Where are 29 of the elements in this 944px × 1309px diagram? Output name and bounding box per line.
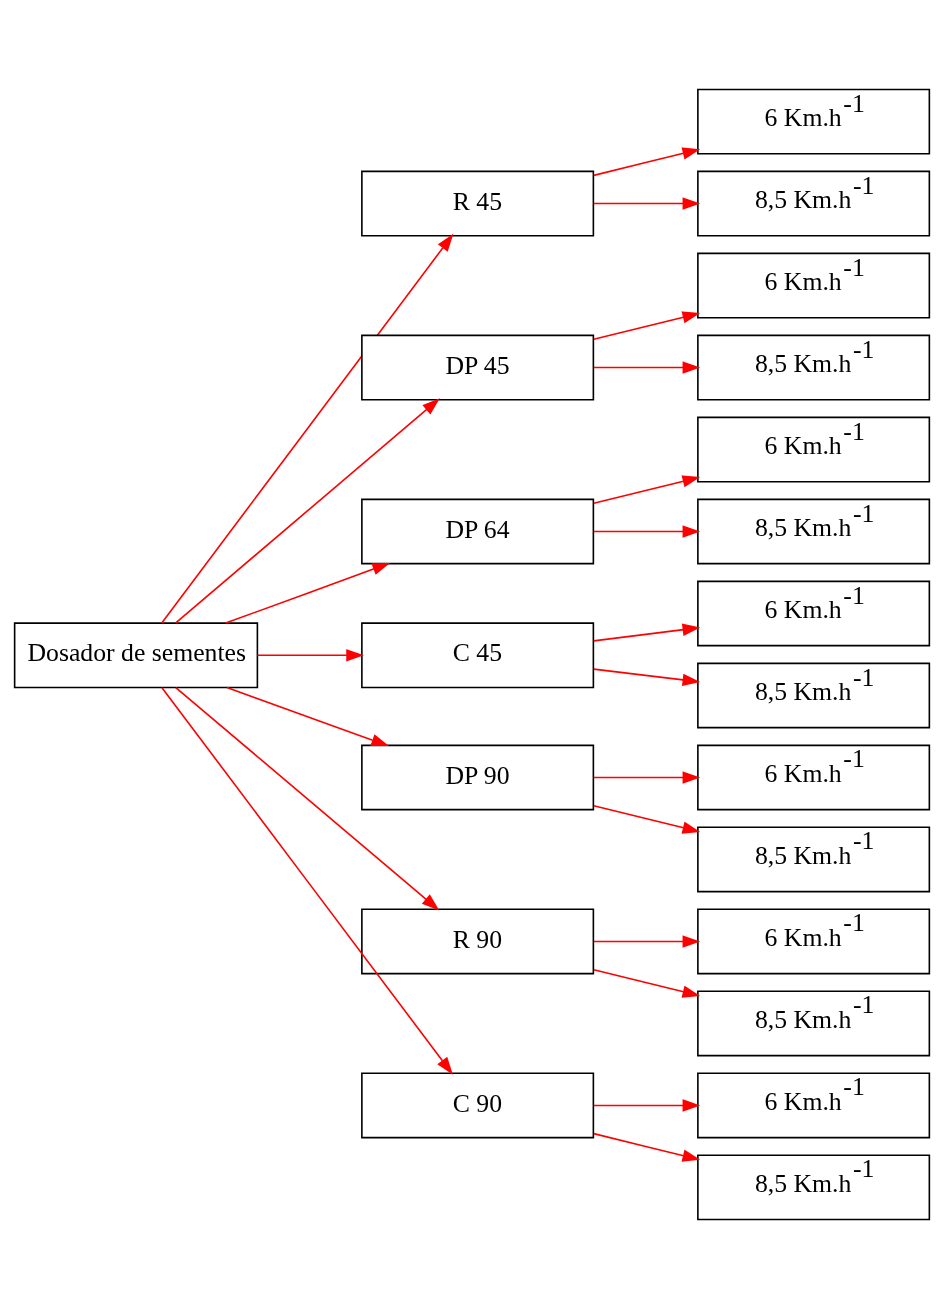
node-box: DP 64 (361, 498, 595, 565)
arrow (592, 968, 701, 998)
arrow (592, 804, 701, 834)
arrow (592, 623, 701, 642)
node-box: C 45 (361, 622, 595, 689)
arrow (592, 1099, 701, 1112)
node-box: R 45 (361, 170, 595, 237)
arrow (592, 475, 701, 505)
node-box: R 90 (361, 908, 595, 975)
arrow (256, 649, 364, 662)
arrow (592, 1132, 701, 1162)
node-box: Dosador de sementes (13, 622, 259, 689)
arrow (592, 771, 701, 784)
arrow (592, 935, 701, 948)
arrow (174, 686, 440, 911)
arrow (592, 525, 701, 538)
arrow (174, 398, 440, 624)
arrow (592, 197, 701, 210)
arrow (592, 147, 701, 177)
arrow (592, 311, 701, 341)
arrow (224, 562, 391, 624)
arrow (592, 668, 701, 687)
arrow (592, 361, 701, 374)
node-box: DP 90 (361, 744, 595, 811)
node-box: C 90 (361, 1072, 595, 1139)
arrow (161, 686, 453, 1075)
arrow (226, 686, 390, 747)
node-box: DP 45 (361, 334, 595, 401)
arrow (161, 233, 454, 624)
